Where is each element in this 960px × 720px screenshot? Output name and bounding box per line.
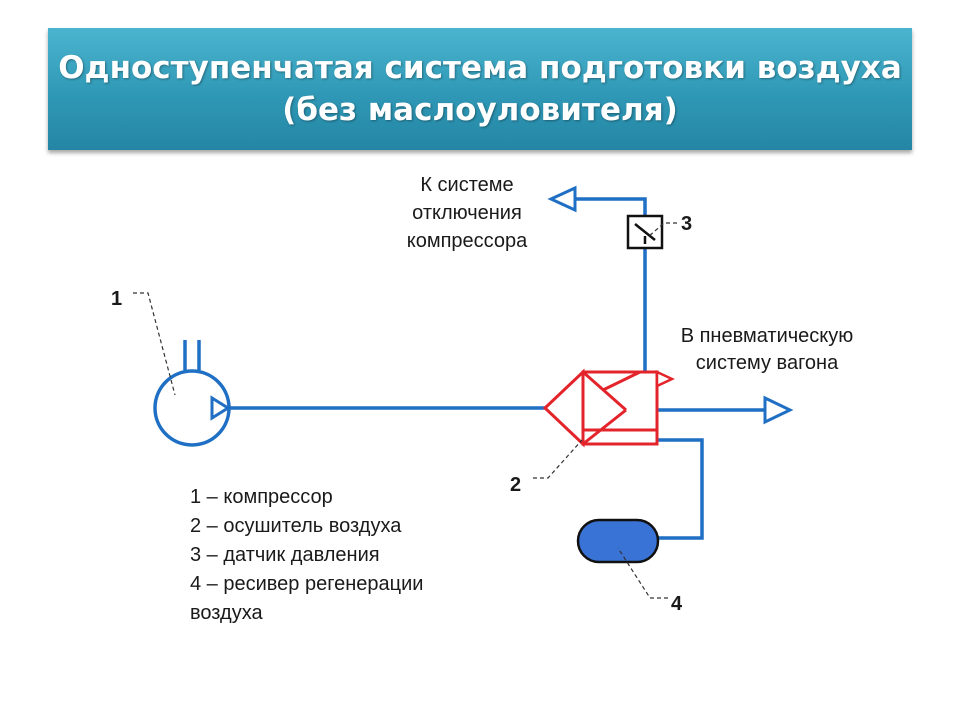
legend-item-4: 4 – ресивер регенерации — [190, 573, 424, 595]
pressure-sensor-icon — [626, 214, 664, 250]
number-2: 2 — [510, 474, 521, 496]
leader-2 — [533, 439, 583, 479]
leader-4 — [617, 547, 668, 599]
pipe-dryer-to-receiver — [657, 438, 704, 540]
legend-item-4-cont: воздуха — [190, 602, 263, 624]
legend: 1 – компрессор 2 – осушитель воздуха 3 –… — [190, 483, 423, 628]
legend-item-3: 3 – датчик давления — [190, 544, 380, 566]
number-1: 1 — [111, 288, 122, 310]
title-banner: Одноступенчатая система подготовки возду… — [48, 28, 912, 150]
pipes — [183, 197, 765, 540]
number-4: 4 — [671, 593, 683, 615]
dryer-exit-arrow-icon — [655, 370, 675, 388]
compressor-icon — [153, 369, 231, 447]
outlet-arrow-pneumatic-icon — [763, 395, 794, 425]
title-line-1: Одноступенчатая система подготовки возду… — [58, 50, 902, 86]
label-pneumatic-line-2: систему вагона — [696, 352, 839, 374]
outlet-arrow-shutdown-icon — [547, 185, 577, 213]
label-pneumatic-line-1: В пневматическую — [681, 325, 854, 347]
pipe-sensor-to-shutdown — [575, 197, 647, 216]
label-shutdown-line-2: отключения — [412, 202, 522, 224]
number-3: 3 — [681, 213, 692, 235]
legend-item-2: 2 – осушитель воздуха — [190, 515, 402, 537]
leader-lines — [133, 222, 677, 599]
legend-item-1: 1 – компрессор — [190, 486, 333, 508]
leader-1 — [133, 292, 176, 396]
receiver-tank-icon — [576, 518, 660, 564]
air-dryer-icon — [542, 368, 659, 448]
label-shutdown-line-1: К системе — [420, 174, 513, 196]
title-line-2: (без маслоуловителя) — [282, 92, 678, 128]
label-shutdown-line-3: компрессора — [407, 230, 528, 252]
